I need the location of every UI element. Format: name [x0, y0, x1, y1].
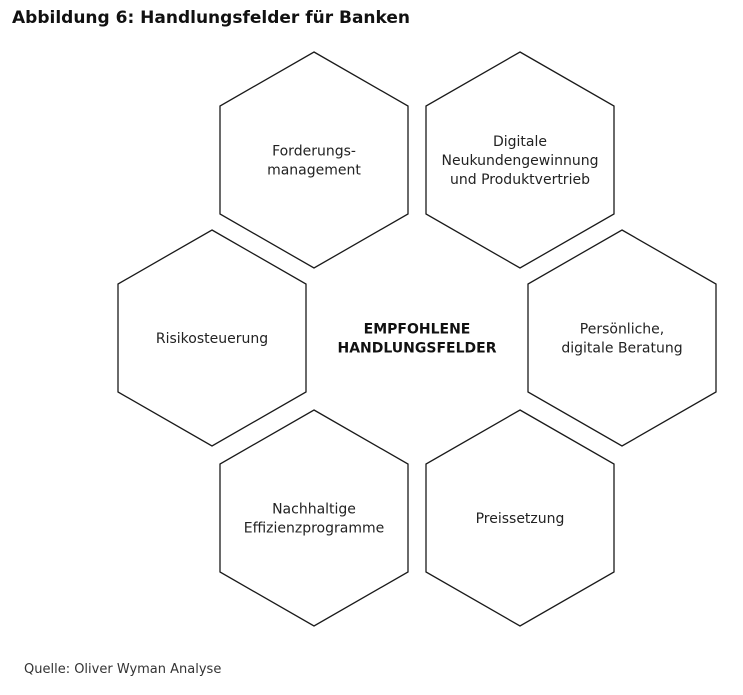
label-line: und Produktvertrieb [450, 172, 590, 188]
hexagon-forderungsmanagement: Forderungs-management [219, 51, 409, 269]
hexagon-risikosteuerung: Risikosteuerung [117, 229, 307, 447]
label-line: digitale Beratung [561, 341, 682, 357]
label-line: Risikosteuerung [156, 331, 268, 347]
label-line: EMPFOHLENE [364, 322, 471, 338]
hexagon-persoenliche-beratung: Persönliche, digitale Beratung [527, 229, 717, 447]
hexagon-shape [425, 409, 615, 627]
hexagon-shape [425, 51, 615, 269]
label-line: Effizienzprogramme [244, 521, 384, 537]
figure-title: Abbildung 6: Handlungsfelder für Banken [12, 8, 411, 28]
hexagon-label: Risikosteuerung [156, 331, 268, 347]
center-label: EMPFOHLENE HANDLUNGSFELDER [338, 322, 497, 357]
hexagon-label: Preissetzung [476, 511, 565, 527]
hexagon-shape [117, 229, 307, 447]
label-line: management [267, 163, 361, 179]
hexagon-shape [219, 51, 409, 269]
label-line: Forderungs- [272, 144, 356, 160]
hexagon-label: Forderungs-management [267, 144, 361, 179]
label-line: Persönliche, [580, 322, 664, 338]
hexagon-shape [219, 409, 409, 627]
hexagon-shape [527, 229, 717, 447]
hexagon-label: Persönliche, digitale Beratung [561, 322, 682, 357]
source-note: Quelle: Oliver Wyman Analyse [24, 662, 222, 677]
hexagon-preissetzung: Preissetzung [425, 409, 615, 627]
label-line: Neukundengewinnung [442, 153, 599, 169]
label-line: HANDLUNGSFELDER [338, 341, 497, 357]
label-line: Preissetzung [476, 511, 565, 527]
label-line: Nachhaltige [272, 502, 356, 518]
label-line: Digitale [493, 134, 547, 150]
